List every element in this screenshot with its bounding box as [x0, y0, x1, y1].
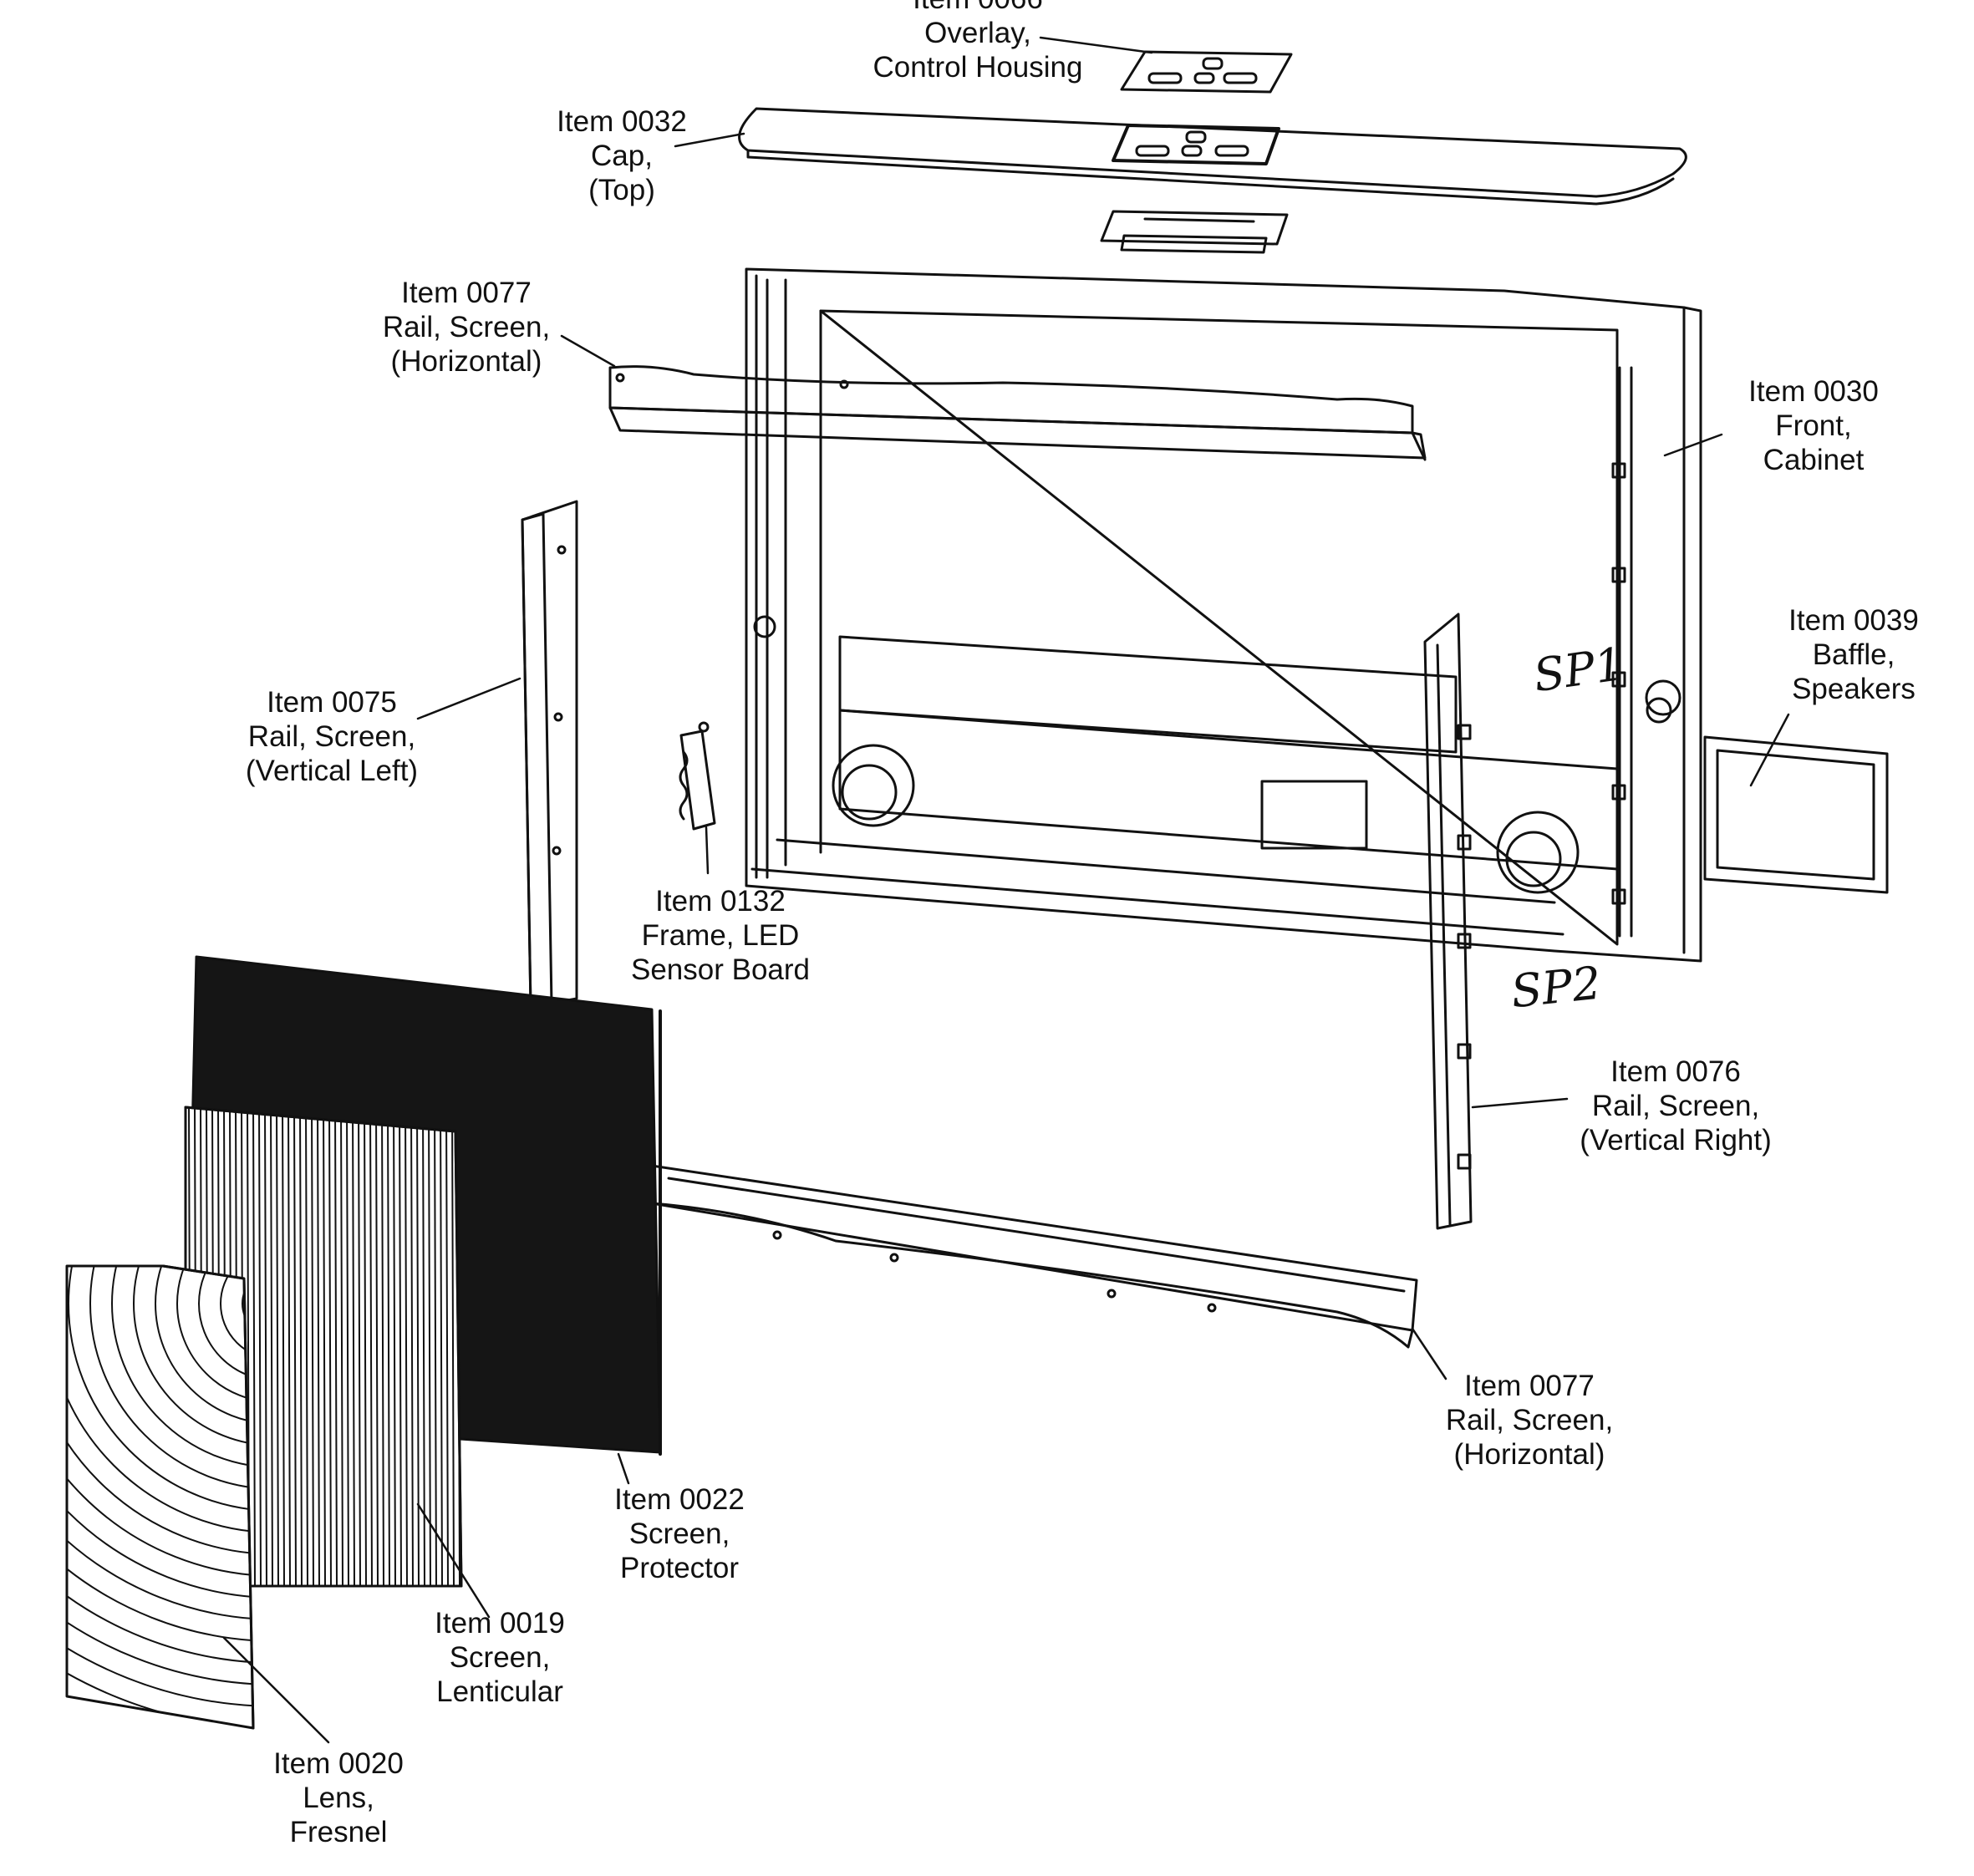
- leader-item-0077-top: [560, 334, 616, 368]
- callout-item-0022: Item 0022 Screen, Protector: [614, 1483, 745, 1584]
- leader-item-0066: [1039, 36, 1153, 54]
- vertical-rail-right: [1423, 613, 1473, 1230]
- vertical-rail-left: [521, 500, 578, 1009]
- leader-item-0032: [674, 132, 745, 148]
- speaker-baffle: [832, 635, 1889, 894]
- leader-item-0020: [222, 1636, 330, 1744]
- leader-lines: [222, 36, 1790, 1744]
- callout-item-0039: Item 0039 Baffle, Speakers: [1788, 604, 1919, 705]
- control-housing-overlay: [1120, 50, 1293, 94]
- callout-item-0066: Item 0066 Overlay, Control Housing: [873, 0, 1083, 84]
- leader-item-0132: [705, 826, 710, 875]
- front-cabinet: [745, 267, 1702, 963]
- callout-item-0019: Item 0019 Screen, Lenticular: [435, 1607, 565, 1708]
- callout-item-0030: Item 0030 Front, Cabinet: [1748, 375, 1879, 476]
- leader-item-0077-bottom: [1411, 1327, 1447, 1380]
- horizontal-rail-top: [608, 365, 1427, 461]
- handwritten-sp2-mark: SP2: [1508, 956, 1604, 1019]
- leader-item-0075: [416, 677, 521, 720]
- callout-item-0032: Item 0032 Cap, (Top): [557, 105, 687, 206]
- callout-item-0075: Item 0075 Rail, Screen, (Vertical Left): [245, 686, 419, 787]
- led-sensor-board-frame: [679, 721, 716, 831]
- leader-item-0039: [1749, 713, 1790, 787]
- leader-item-0030: [1663, 433, 1723, 457]
- callout-item-0132: Item 0132 Frame, LED Sensor Board: [630, 885, 811, 986]
- leader-item-0019: [416, 1502, 491, 1619]
- leader-item-0076: [1471, 1097, 1569, 1109]
- fresnel-lens: [65, 1264, 255, 1730]
- callout-item-0076: Item 0076 Rail, Screen, (Vertical Right): [1580, 1055, 1772, 1157]
- leader-item-0022: [617, 1452, 630, 1485]
- control-bracket: [1100, 210, 1289, 254]
- callout-item-0020: Item 0020 Lens, Fresnel: [273, 1747, 404, 1848]
- top-cap: [738, 107, 1687, 206]
- callout-item-0077-bottom: Item 0077 Rail, Screen, (Horizontal): [1445, 1370, 1614, 1471]
- horizontal-rail-bottom: [650, 1164, 1418, 1349]
- callout-item-0077-top: Item 0077 Rail, Screen, (Horizontal): [382, 277, 551, 378]
